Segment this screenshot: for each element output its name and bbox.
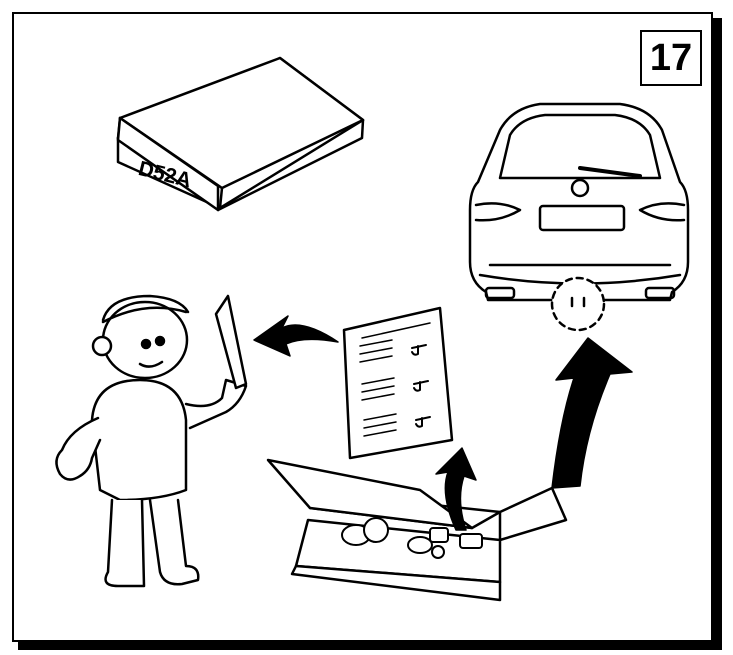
- open-kit-box-icon: [266, 458, 568, 602]
- illustration-frame: [12, 12, 713, 642]
- step-number-badge: 17: [640, 30, 702, 86]
- car-rear-view-icon: [468, 102, 690, 332]
- frame-shadow-right: [713, 18, 722, 648]
- instruction-sheet-icon: [342, 306, 454, 460]
- part-box-icon: D52A: [116, 56, 365, 212]
- frame-shadow-bottom: [18, 642, 722, 650]
- arrow-to-sheet-icon: [435, 447, 477, 531]
- mechanic-figure-icon: [55, 294, 248, 588]
- arrow-to-mechanic-icon: [253, 315, 339, 357]
- arrow-to-car-icon: [551, 337, 633, 489]
